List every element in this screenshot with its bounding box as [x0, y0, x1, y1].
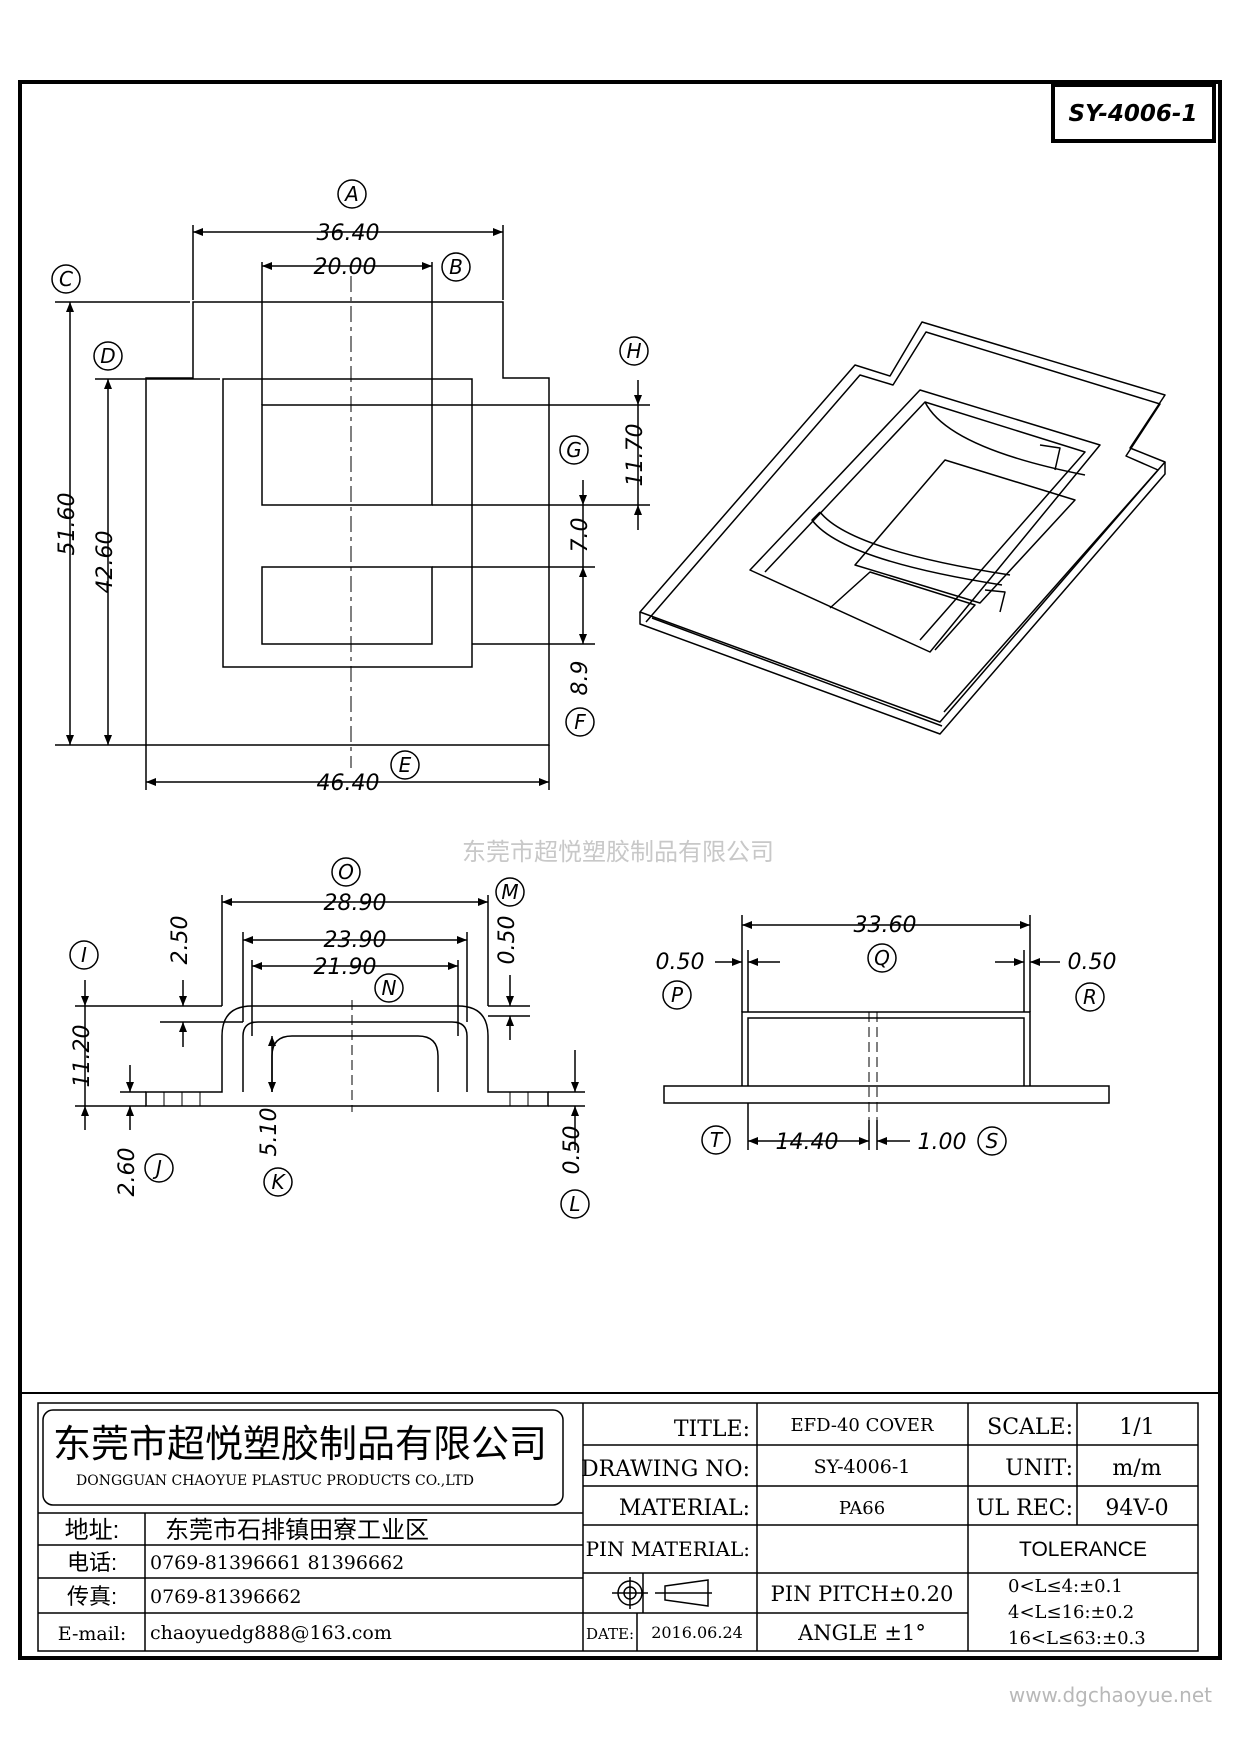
tolerance-1: 0<L≤4:±0.1: [1008, 1576, 1123, 1597]
dim-2-50: 2.50: [168, 916, 193, 965]
dim-a: 36.40: [317, 221, 380, 246]
label-f: F: [574, 710, 586, 734]
unit-value: m/m: [1112, 1456, 1161, 1481]
side-view-balloons: [662, 943, 1105, 1156]
dim-f: 8.9: [568, 661, 593, 696]
dim-m: 0.50: [495, 916, 520, 965]
date-label: DATE:: [586, 1625, 634, 1643]
scale-label: SCALE:: [987, 1415, 1073, 1440]
title-value: EFD-40 COVER: [790, 1415, 933, 1436]
label-b: B: [449, 255, 463, 279]
address-label: 地址:: [65, 1517, 120, 1544]
title-label: TITLE:: [674, 1417, 750, 1442]
tolerance-label: TOLERANCE: [1019, 1538, 1147, 1561]
dim-q: 33.60: [854, 913, 917, 938]
dim-d: 42.60: [93, 531, 118, 594]
top-view-outline: [145, 301, 550, 746]
label-h: H: [626, 339, 641, 363]
company-name-en: DONGGUAN CHAOYUE PLASTUC PRODUCTS CO.,LT…: [76, 1473, 474, 1489]
dim-n: 21.90: [314, 955, 377, 980]
ul-value: 94V-0: [1105, 1496, 1168, 1521]
label-r: R: [1083, 985, 1097, 1009]
tolerance-2: 4<L≤16:±0.2: [1008, 1602, 1134, 1623]
angle-tolerance: ANGLE ±1°: [797, 1621, 926, 1645]
window-lower: [261, 566, 433, 645]
scale-value: 1/1: [1119, 1415, 1154, 1440]
drawing-id: SY-4006-1: [1069, 101, 1198, 127]
label-q: Q: [874, 946, 890, 970]
label-t: T: [710, 1128, 724, 1152]
watermark: 东莞市超悦塑胶制品有限公司: [462, 838, 774, 866]
front-view-balloons: [69, 857, 590, 1219]
label-g: G: [566, 438, 582, 462]
label-i: I: [81, 943, 87, 967]
side-view: [663, 915, 1110, 1150]
dim-j: 2.60: [115, 1148, 140, 1197]
label-m: M: [501, 880, 518, 904]
drawing-no-label: DRAWING NO:: [581, 1457, 750, 1482]
window-upper: [261, 404, 433, 506]
email-value: chaoyuedg888@163.com: [150, 1622, 392, 1644]
unit-label: UNIT:: [1005, 1456, 1073, 1481]
label-d: D: [100, 344, 115, 368]
dim-h: 11.70: [623, 424, 648, 487]
dim-r: 0.50: [1068, 950, 1117, 975]
dim-e: 46.40: [317, 771, 380, 796]
label-k: K: [271, 1170, 286, 1194]
dim-l: 0.50: [560, 1126, 585, 1175]
dim-o: 28.90: [324, 891, 387, 916]
label-o: O: [338, 860, 354, 884]
material-value: PA66: [839, 1498, 885, 1519]
label-e: E: [399, 753, 412, 777]
label-j: J: [152, 1156, 162, 1180]
company-name-cn: 东莞市超悦塑胶制品有限公司: [53, 1424, 547, 1466]
tel-label: 电话:: [67, 1550, 117, 1575]
label-s: S: [986, 1129, 999, 1153]
front-view: [75, 895, 585, 1150]
top-view-inner-frame: [222, 378, 473, 668]
sheet-border: [18, 80, 1222, 1660]
dim-g: 7.0: [568, 518, 593, 553]
label-c: C: [59, 267, 73, 291]
website[interactable]: www.dgchaoyue.net: [1009, 1683, 1212, 1707]
fax-value: 0769-81396662: [150, 1586, 301, 1608]
label-l: L: [569, 1192, 580, 1216]
dim-p: 0.50: [656, 950, 705, 975]
projection-symbol-icon: [612, 1577, 712, 1609]
material-label: MATERIAL:: [619, 1496, 750, 1521]
dim-k: 5.10: [257, 1108, 282, 1157]
dim-i: 11.20: [70, 1025, 95, 1088]
address-value: 东莞市石排镇田寮工业区: [165, 1517, 429, 1544]
tolerance-3: 16<L≤63:±0.3: [1008, 1628, 1146, 1649]
title-block: [20, 1392, 1220, 1652]
dim-b: 20.00: [314, 255, 377, 280]
ul-label: UL REC:: [976, 1496, 1073, 1521]
drawing-no-value: SY-4006-1: [814, 1456, 911, 1478]
isometric-view: [639, 321, 1166, 735]
pin-pitch: PIN PITCH±0.20: [771, 1582, 954, 1606]
drawing-id-box: [1051, 83, 1216, 143]
label-a: A: [343, 182, 359, 206]
pin-material-label: PIN MATERIAL:: [586, 1537, 750, 1561]
tel-value: 0769-81396661 81396662: [150, 1552, 404, 1574]
fax-label: 传真:: [67, 1584, 117, 1609]
dim-c: 51.60: [55, 493, 80, 556]
top-view-balloons: [51, 179, 649, 780]
dim-t: 14.40: [776, 1130, 839, 1155]
date-value: 2016.06.24: [651, 1623, 743, 1642]
label-p: P: [671, 983, 684, 1007]
dim-o2: 23.90: [324, 928, 387, 953]
dim-s: 1.00: [918, 1130, 967, 1155]
top-view: [55, 225, 650, 790]
email-label: E-mail:: [58, 1623, 127, 1645]
label-n: N: [382, 976, 397, 1000]
